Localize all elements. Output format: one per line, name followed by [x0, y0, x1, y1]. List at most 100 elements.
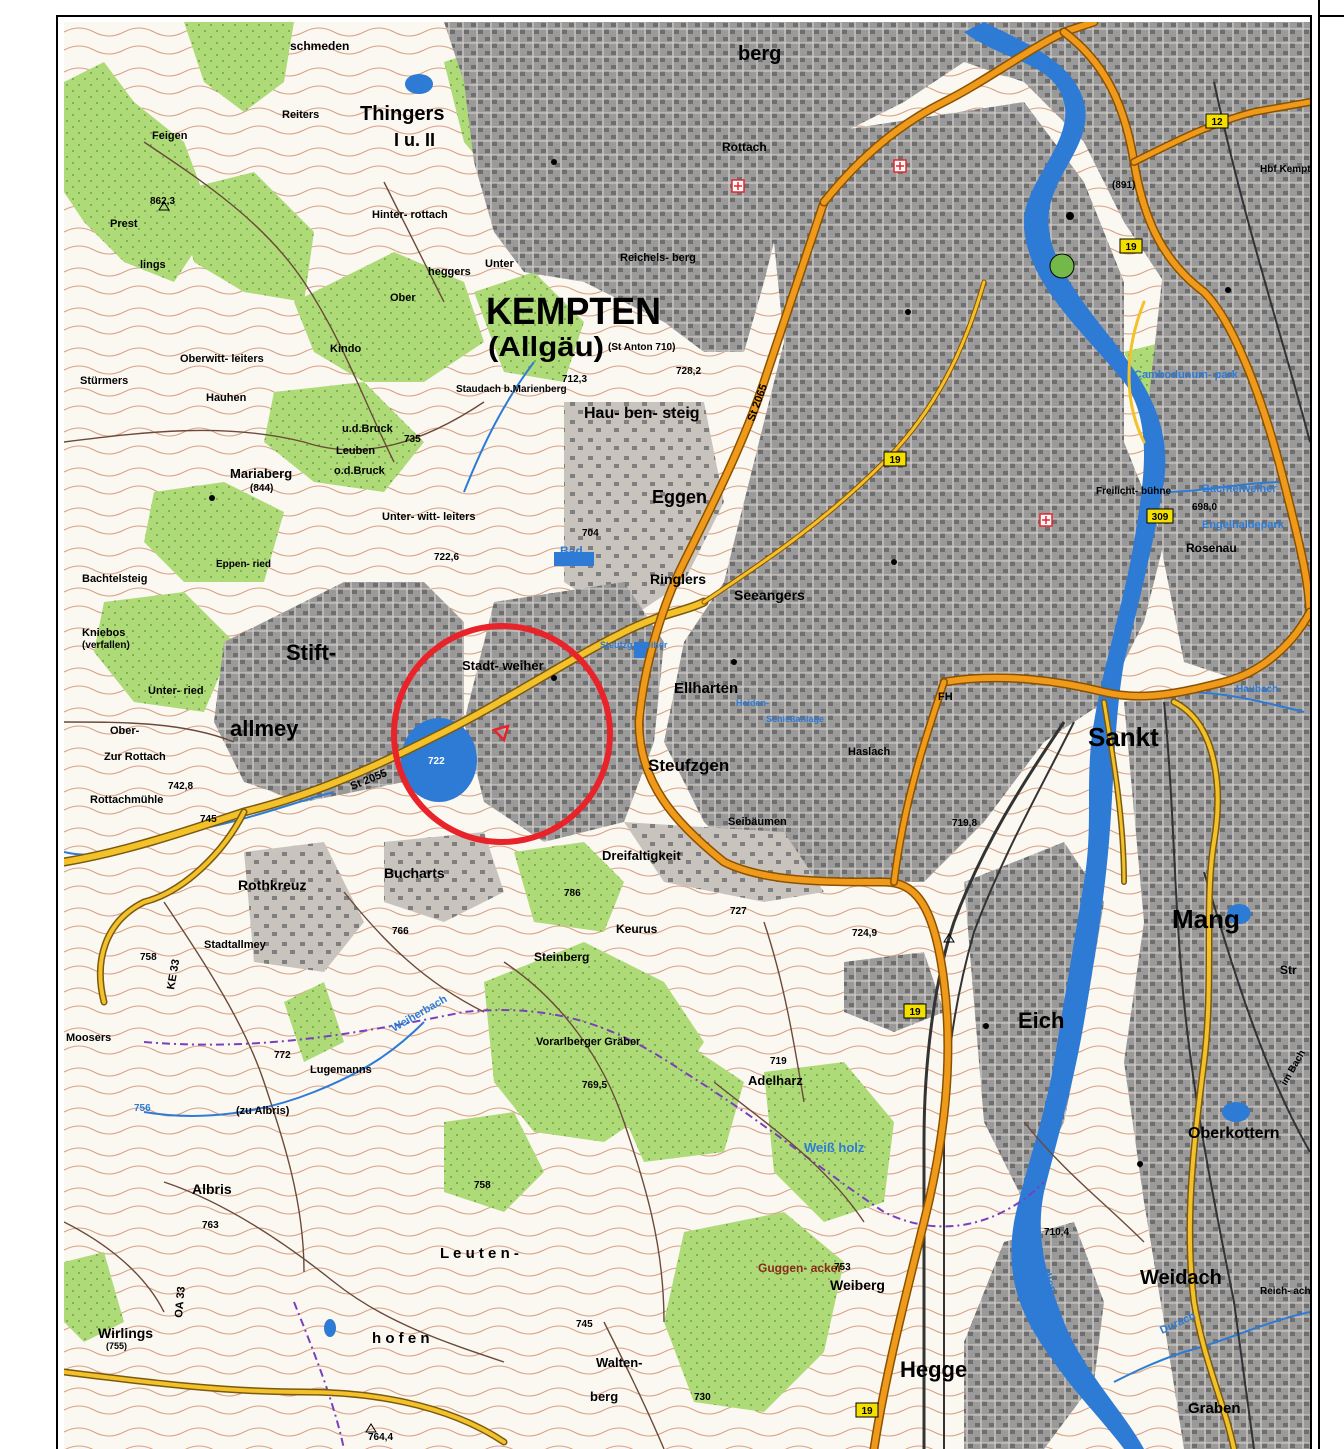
city-subtitle: (Allgäu) [488, 331, 604, 362]
road-oa33-label: OA 33 [173, 1286, 188, 1318]
church-icon-2 [551, 159, 557, 165]
label-ober: Ober [390, 292, 416, 304]
state-roads [64, 300, 1238, 1449]
label-ringlers: Ringlers [650, 571, 706, 587]
height-745b: 745 [576, 1319, 593, 1330]
highlight-circle [391, 623, 613, 845]
height-758b: 758 [474, 1180, 491, 1191]
label-mang: Mang [1172, 904, 1240, 934]
label-steufzgen-weiher: Steufzg. Weiher [600, 640, 668, 650]
label-weidach: Weidach [1140, 1267, 1222, 1289]
pond-wirlings [324, 1319, 336, 1337]
church-icon [1066, 212, 1074, 220]
label-dreifaltigkeit: Dreifaltigkeit [602, 848, 681, 863]
label-weiberg: Weiberg [830, 1277, 885, 1293]
label-heggers: heggers [428, 266, 471, 278]
label-haslach: Haslach [848, 746, 890, 758]
label-vorarlberger: Vorarlberger Gräber [536, 1036, 641, 1048]
label-odbruck: o.d.Bruck [334, 465, 386, 477]
label-zu-albris: (zu Albris) [236, 1105, 290, 1117]
label-steinberg: Steinberg [534, 950, 589, 964]
label-stadtweiher: Stadt- weiher [462, 658, 544, 673]
label-reichach: Reich- ach [1260, 1286, 1310, 1297]
label-stuermers: Stürmers [80, 375, 128, 387]
label-reichelsberg: Reichels- berg [620, 252, 696, 264]
map-canvas[interactable]: 19 19 12 309 19 19 St 2065 St 2055 KE 33… [64, 22, 1310, 1449]
label-prest: Prest [110, 218, 138, 230]
height-722: 722 [428, 756, 445, 767]
label-lugemanns: Lugemanns [310, 1064, 372, 1076]
minor-roads [64, 141, 1145, 1449]
label-haubach: Haubach [1236, 684, 1278, 695]
label-graben: Graben [1188, 1400, 1241, 1417]
route-12-label: 12 [1211, 117, 1223, 128]
label-leuben: Leuben [336, 445, 375, 457]
height-728: 728,2 [676, 366, 701, 377]
label-ellharten: Ellharten [674, 680, 738, 697]
church-icon-7 [731, 659, 737, 665]
height-862: 862,3 [150, 196, 175, 207]
label-thingers-sub: I u. II [394, 130, 435, 150]
label-allmey: allmey [230, 716, 299, 741]
label-feigen: Feigen [152, 130, 188, 142]
height-891: (891) [1112, 180, 1135, 191]
height-724: 724,9 [852, 928, 877, 939]
spot-heights: 862,3 712,3 728,2 735 722,6 704 722 742,… [134, 180, 1217, 1443]
label-unterried: Unter- ried [148, 685, 204, 697]
label-bachtelweiher: Bachtelweiher [1202, 483, 1277, 495]
railway-lines [922, 81, 1310, 1449]
height-742: 742,8 [168, 781, 193, 792]
location-marker-icon [491, 724, 510, 743]
route-19-label-north: 19 [1125, 242, 1137, 253]
label-freilichtbuehne: Freilicht- bühne [1096, 486, 1171, 497]
height-704: 704 [582, 528, 599, 539]
label-unterwittleiters: Unter- witt- leiters [382, 511, 476, 523]
label-st-anton: (St Anton 710) [608, 342, 675, 353]
label-seibaeumen: Seibäumen [728, 816, 787, 828]
height-758: 758 [140, 952, 157, 963]
pond-north [405, 74, 433, 94]
label-bachtelsteig: Bachtelsteig [82, 573, 147, 585]
label-engelhaldepark: Engelhaldepark [1202, 519, 1285, 531]
label-weissholz: Weiß holz [804, 1140, 865, 1155]
label-eggen: Eggen [652, 487, 707, 507]
label-oberried: Ober- [110, 725, 140, 737]
label-thingers: Thingers [360, 103, 444, 125]
place-labels: Thingers I u. II schmeden berg Reiters F… [66, 39, 1310, 1417]
label-sankt: Sankt [1088, 722, 1159, 752]
topographic-map[interactable]: 19 19 12 309 19 19 St 2065 St 2055 KE 33… [64, 22, 1310, 1449]
label-bucharts: Bucharts [384, 865, 445, 881]
frame-edge-line [1318, 0, 1320, 1449]
height-766: 766 [392, 926, 409, 937]
church-icon-4 [891, 559, 897, 565]
label-hinterrottach: Hinter- rottach [372, 209, 448, 221]
label-mariaberg-h: (844) [250, 483, 273, 494]
label-keurus: Keurus [616, 922, 658, 936]
height-719b: 719 [770, 1056, 787, 1067]
label-zur-rottach: Zur Rottach [104, 751, 166, 763]
bad-pool [554, 552, 594, 566]
label-rottachmuehle: Rottachmühle [90, 794, 163, 806]
height-735: 735 [404, 434, 421, 445]
height-756: 756 [134, 1103, 151, 1114]
label-mariaberg: Mariaberg [230, 466, 292, 481]
height-722-6: 722,6 [434, 552, 459, 563]
label-berg-bottom: berg [590, 1389, 618, 1404]
label-wirlings-h: (755) [106, 1341, 127, 1351]
label-eppenried: Eppen- ried [216, 559, 271, 570]
route-19-label: 19 [889, 455, 901, 466]
label-seeangers: Seeangers [734, 587, 805, 603]
label-steufzgen: Steufzgen [648, 756, 729, 775]
route-309-label: 309 [1152, 512, 1169, 523]
label-leutenhofen-b: h o f e n [372, 1330, 430, 1347]
height-710: 710,4 [1044, 1227, 1069, 1238]
pond-mang [1227, 904, 1251, 924]
height-772: 772 [274, 1050, 291, 1061]
trig-point-icon-3 [365, 1423, 377, 1433]
height-769: 769,5 [582, 1080, 607, 1091]
route-shields: 19 19 12 309 19 19 [855, 113, 1229, 1418]
label-kniebos: Kniebos [82, 627, 125, 639]
height-745: 745 [200, 814, 217, 825]
label-wirlings: Wirlings [98, 1325, 153, 1341]
label-hbf: Hbf Kempten (Allgäu) Ost [1260, 164, 1310, 175]
